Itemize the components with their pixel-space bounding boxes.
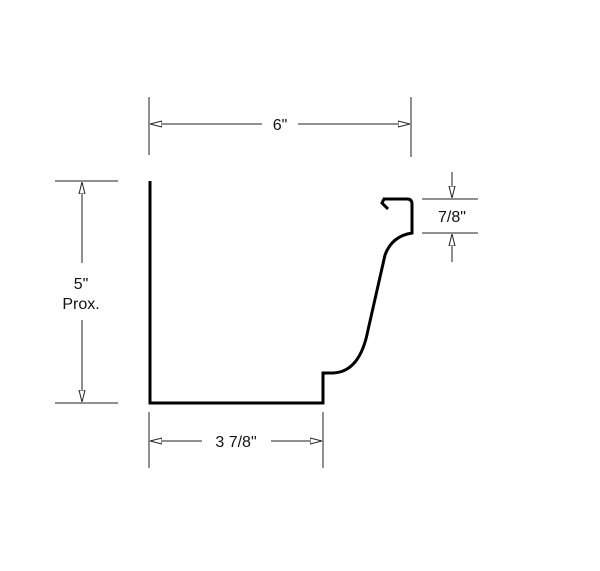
dimension-bottom-width: 3 7/8" (148, 412, 324, 468)
dimension-label-height: 5" (74, 276, 89, 293)
dimension-label-lip-height: 7/8" (438, 209, 466, 226)
dimension-label-bottom-width: 3 7/8" (215, 434, 256, 451)
gutter-profile (148, 181, 414, 405)
dimension-label-height-note: Prox. (62, 296, 99, 313)
dimension-top-width: 6" (148, 97, 412, 157)
dimension-height: 5" Prox. (55, 180, 118, 404)
dimension-lip-height: 7/8" (422, 172, 478, 262)
dimension-label-top-width: 6" (273, 117, 288, 134)
